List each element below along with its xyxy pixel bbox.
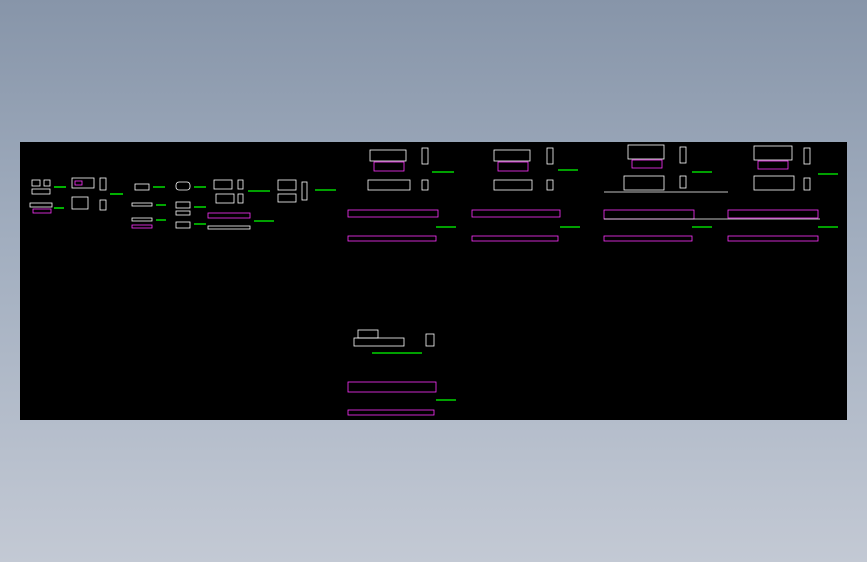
part-view [493, 149, 531, 162]
part-view [727, 209, 819, 219]
part-view [347, 409, 435, 416]
part-view [803, 147, 811, 165]
part-view [421, 179, 429, 191]
part-view [373, 161, 405, 172]
part-view [43, 179, 51, 187]
part-view [99, 199, 107, 211]
part-view [546, 147, 554, 165]
assembly-group-5 [347, 329, 456, 416]
part-view [131, 202, 153, 207]
part-view [425, 333, 435, 347]
part-view [803, 177, 811, 191]
part-view [353, 337, 405, 347]
cad-drawing-canvas[interactable] [20, 142, 847, 420]
assembly-group-3 [603, 144, 820, 242]
part-view [29, 202, 53, 208]
part-view [71, 196, 89, 210]
part-view [131, 224, 153, 229]
part-view [627, 144, 665, 160]
assembly-group-4 [727, 145, 838, 242]
part-view [631, 159, 663, 169]
part-view [603, 235, 693, 242]
part-view [471, 209, 561, 218]
part-view [215, 193, 235, 204]
part-view [347, 381, 437, 393]
part-view [679, 175, 687, 189]
part-view [753, 175, 795, 191]
part-view [213, 179, 233, 190]
part-view [497, 161, 529, 172]
part-view [207, 225, 251, 230]
cad-drawing [29, 144, 838, 416]
part-view [134, 183, 150, 191]
part-view [623, 175, 665, 191]
part-view [471, 235, 559, 242]
part-view [175, 201, 191, 209]
assembly-group-1 [347, 147, 456, 242]
part-view [357, 329, 379, 339]
part-view [71, 177, 95, 189]
part-view [727, 235, 819, 242]
part-view [277, 193, 297, 203]
view-group-left [29, 177, 336, 230]
part-view [546, 179, 554, 191]
part-view [175, 181, 191, 191]
part-view [74, 180, 83, 186]
part-view [301, 181, 308, 201]
part-view [277, 179, 297, 191]
part-view [237, 193, 244, 204]
part-view [603, 209, 695, 220]
part-view [131, 217, 153, 222]
part-view [347, 235, 437, 242]
part-view [367, 179, 411, 191]
part-view [237, 179, 244, 190]
part-view [753, 145, 793, 161]
part-view [99, 177, 107, 191]
part-view [493, 179, 533, 191]
part-view [175, 210, 191, 216]
part-view [32, 208, 52, 214]
assembly-group-2 [471, 147, 580, 242]
part-view [757, 160, 789, 170]
part-view [207, 212, 251, 219]
part-view [369, 149, 407, 162]
part-view [679, 146, 687, 164]
part-view [31, 179, 41, 187]
part-view [175, 221, 191, 229]
part-view [347, 209, 439, 218]
part-view [31, 188, 51, 195]
part-view [421, 147, 429, 165]
